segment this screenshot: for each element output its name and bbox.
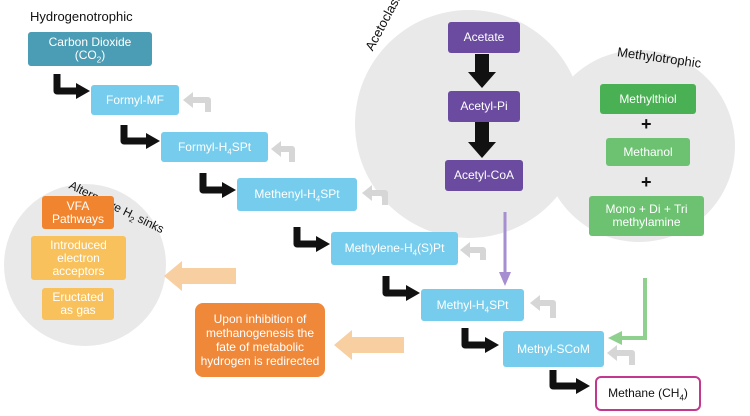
forward-arrow-5: [382, 276, 406, 297]
acetate-box: Acetate: [448, 22, 520, 53]
redirect-arrow-left: [164, 261, 236, 291]
acetyl-pi-box: Acetyl-Pi: [448, 91, 520, 122]
reverse-arrow-2: [281, 146, 295, 162]
acetyl-coa-box: Acetyl-CoA: [445, 160, 523, 191]
forward-arrow-1: [53, 74, 76, 95]
forward-arrow-6: [461, 328, 485, 349]
reverse-arrow-3: [372, 190, 388, 205]
forward-arrow-2: [120, 125, 146, 145]
formyl-mf-box: Formyl-MF: [91, 85, 179, 115]
forward-arrow-4: [293, 227, 316, 248]
forward-arrow-7: [549, 370, 576, 390]
methylene-h4spt-box: Methylene-H4(S)Pt: [331, 232, 458, 265]
formyl-h4spt-box: Formyl-H4SPt: [161, 132, 268, 162]
methanol-box: Methanol: [606, 138, 690, 166]
redirect-arrow-right: [334, 330, 404, 360]
methyl-h4spt-box: Methyl-H4SPt: [421, 289, 524, 321]
reverse-arrow-5: [540, 300, 556, 318]
reverse-arrow-6: [617, 350, 635, 365]
carbon-dioxide-box: Carbon Dioxide (CO2): [28, 32, 152, 66]
methane-box: Methane (CH4): [595, 376, 701, 411]
hydrogenotrophic-label: Hydrogenotrophic: [30, 9, 133, 24]
reverse-arrow-4: [470, 247, 486, 260]
reverse-arrow-1: [193, 97, 211, 112]
acetylpi-to-acetylcoa-arrow: [468, 122, 496, 158]
methyl-scom-box: Methyl-SCoM: [503, 331, 604, 367]
methylthiol-box: Methylthiol: [600, 84, 696, 114]
methenyl-h4spt-box: Methenyl-H4SPt: [237, 178, 357, 211]
methylotrophic-link: [622, 278, 647, 340]
plus-sign-1: +: [641, 114, 652, 134]
acetate-to-acetylpi-arrow: [468, 54, 496, 88]
plus-sign-2: +: [641, 172, 652, 192]
forward-arrow-3: [199, 173, 222, 194]
